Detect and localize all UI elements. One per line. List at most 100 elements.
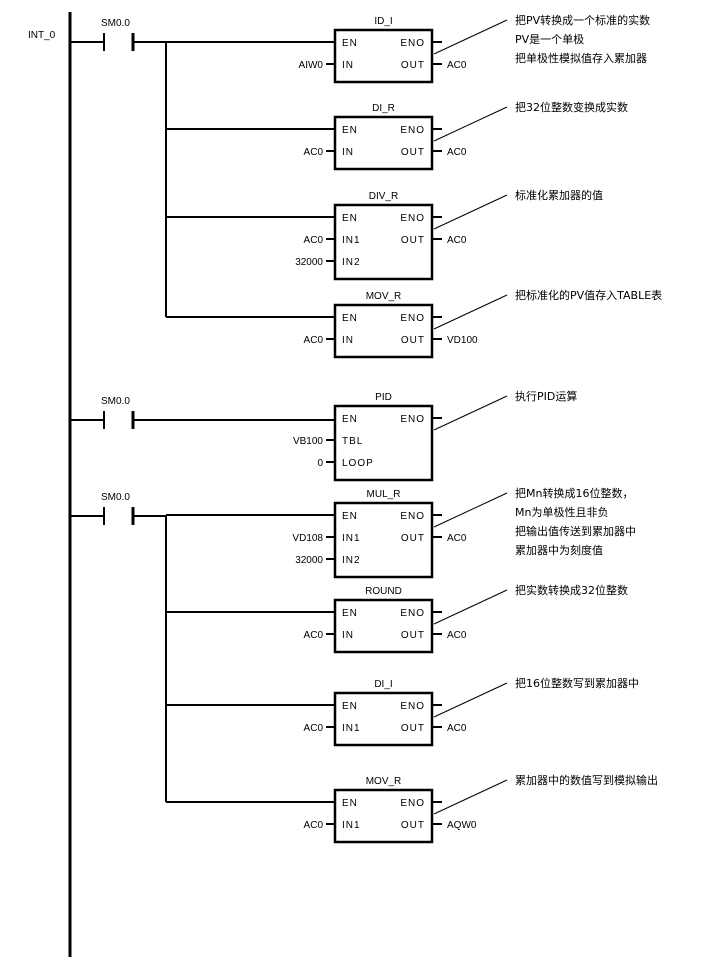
output-pin-out: OUT bbox=[401, 335, 425, 346]
comment-text: 把实数转换成32位整数 bbox=[515, 583, 628, 597]
function-block-mov-r: MOV_R EN IN1 AC0 ENO OUT AQW0 累加器中的数值写到模拟输出 bbox=[166, 773, 658, 844]
block-box bbox=[333, 115, 434, 171]
contact-label: SM0.0 bbox=[101, 396, 130, 407]
output-operand: AC0 bbox=[447, 147, 467, 158]
block-title: PID bbox=[375, 392, 392, 403]
block-box bbox=[333, 501, 434, 579]
input-pin-en: EN bbox=[342, 798, 358, 809]
output-operand: AC0 bbox=[447, 723, 467, 734]
input-pin-in: IN bbox=[342, 335, 354, 346]
comment-text: Mn为单极性且非负 bbox=[515, 505, 608, 519]
output-pin-out: OUT bbox=[401, 235, 425, 246]
input-operand: VD108 bbox=[292, 533, 323, 544]
input-pin-in1: IN1 bbox=[342, 820, 361, 831]
block-title: MOV_R bbox=[366, 291, 402, 302]
block-title: MOV_R bbox=[366, 776, 402, 787]
comment-text: 累加器中为刻度值 bbox=[515, 543, 603, 557]
input-operand: 0 bbox=[317, 458, 323, 469]
output-pin-eno: ENO bbox=[400, 414, 425, 425]
output-pin-eno: ENO bbox=[400, 213, 425, 224]
block-title: ROUND bbox=[365, 586, 402, 597]
comment-text: 标准化累加器的值 bbox=[515, 188, 603, 202]
input-operand: VB100 bbox=[293, 436, 323, 447]
comment-leader bbox=[433, 779, 508, 815]
input-operand: AIW0 bbox=[299, 60, 324, 71]
comment-text: 把Mn转换成16位整数， bbox=[515, 486, 633, 500]
input-operand: AC0 bbox=[304, 723, 324, 734]
input-pin-tbl: TBL bbox=[342, 436, 363, 447]
block-box bbox=[333, 28, 434, 84]
output-pin-eno: ENO bbox=[400, 798, 425, 809]
comment-text: PV是一个单极 bbox=[515, 32, 584, 46]
comment-text: 把输出值传送到累加器中 bbox=[515, 524, 636, 538]
block-title: MUL_R bbox=[367, 489, 401, 500]
input-pin-in1: IN1 bbox=[342, 235, 361, 246]
comment-leader bbox=[433, 492, 508, 528]
output-pin-out: OUT bbox=[401, 60, 425, 71]
block-box bbox=[333, 404, 434, 482]
block-title: DI_I bbox=[374, 679, 392, 690]
input-pin-en: EN bbox=[342, 608, 358, 619]
input-pin-in1: IN1 bbox=[342, 723, 361, 734]
input-pin-in: IN bbox=[342, 630, 354, 641]
rail-label: INT_0 bbox=[28, 30, 56, 41]
comment-leader bbox=[433, 19, 508, 55]
comment-leader bbox=[433, 294, 508, 330]
output-pin-eno: ENO bbox=[400, 125, 425, 136]
input-pin-en: EN bbox=[342, 511, 358, 522]
block-title: ID_I bbox=[374, 16, 392, 27]
input-pin-en: EN bbox=[342, 213, 358, 224]
input-pin-en: EN bbox=[342, 414, 358, 425]
block-box bbox=[333, 598, 434, 654]
output-pin-out: OUT bbox=[401, 147, 425, 158]
comment-leader bbox=[433, 682, 508, 718]
comment-text: 把PV转换成一个标准的实数 bbox=[515, 13, 650, 27]
comment-text: 累加器中的数值写到模拟输出 bbox=[515, 773, 658, 787]
input-pin-in1: IN1 bbox=[342, 533, 361, 544]
contact-label: SM0.0 bbox=[101, 492, 130, 503]
comment-leader bbox=[433, 395, 508, 431]
output-pin-eno: ENO bbox=[400, 608, 425, 619]
input-pin-in2: IN2 bbox=[342, 257, 361, 268]
input-operand: 32000 bbox=[295, 257, 323, 268]
input-operand: AC0 bbox=[304, 820, 324, 831]
block-title: DIV_R bbox=[369, 191, 398, 202]
output-operand: AQW0 bbox=[447, 820, 477, 831]
input-operand: AC0 bbox=[304, 335, 324, 346]
input-operand: AC0 bbox=[304, 147, 324, 158]
output-operand: AC0 bbox=[447, 630, 467, 641]
block-box bbox=[333, 788, 434, 844]
input-operand: 32000 bbox=[295, 555, 323, 566]
output-pin-out: OUT bbox=[401, 630, 425, 641]
input-pin-en: EN bbox=[342, 313, 358, 324]
output-pin-out: OUT bbox=[401, 820, 425, 831]
block-box bbox=[333, 691, 434, 747]
output-operand: AC0 bbox=[447, 533, 467, 544]
block-title: DI_R bbox=[372, 103, 395, 114]
comment-leader bbox=[433, 106, 508, 142]
comment-text: 把单极性模拟值存入累加器 bbox=[515, 51, 647, 65]
input-pin-in: IN bbox=[342, 147, 354, 158]
output-pin-eno: ENO bbox=[400, 313, 425, 324]
output-pin-eno: ENO bbox=[400, 701, 425, 712]
output-operand: AC0 bbox=[447, 235, 467, 246]
output-pin-out: OUT bbox=[401, 533, 425, 544]
input-pin-in: IN bbox=[342, 60, 354, 71]
comment-text: 把标准化的PV值存入TABLE表 bbox=[515, 288, 662, 302]
output-pin-eno: ENO bbox=[400, 38, 425, 49]
input-operand: AC0 bbox=[304, 235, 324, 246]
output-pin-eno: ENO bbox=[400, 511, 425, 522]
comment-text: 把16位整数写到累加器中 bbox=[515, 676, 639, 690]
